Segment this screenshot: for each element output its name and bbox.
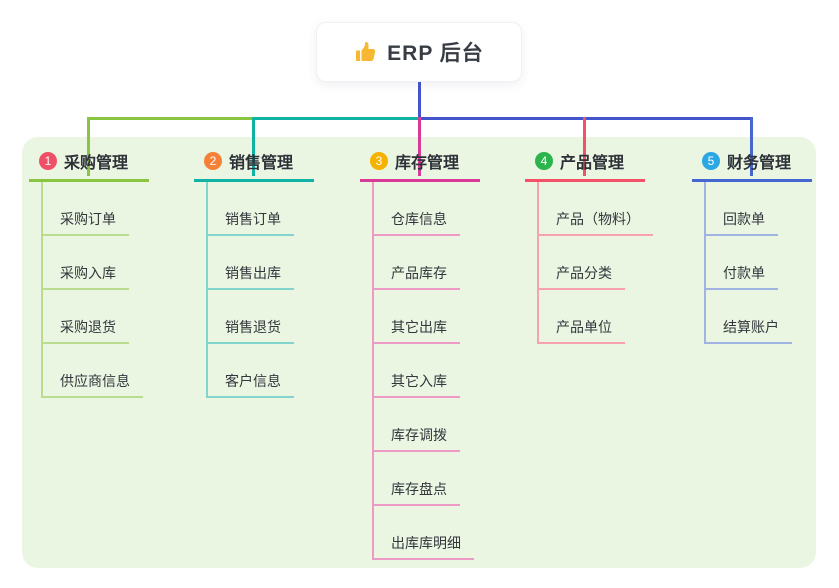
child-node[interactable]: 采购入库	[43, 236, 143, 290]
child-node[interactable]: 产品（物料）	[539, 182, 653, 236]
branch-topic[interactable]: 2 销售管理	[194, 149, 314, 182]
child-node[interactable]: 库存盘点	[374, 452, 474, 506]
child-node-label: 付款单	[706, 263, 778, 290]
child-node-label: 出库库明细	[374, 533, 474, 560]
child-node[interactable]: 仓库信息	[374, 182, 474, 236]
child-node-label: 库存盘点	[374, 479, 460, 506]
branch-topic[interactable]: 3 库存管理	[360, 149, 480, 182]
child-node-label: 结算账户	[706, 317, 792, 344]
child-node[interactable]: 销售退货	[208, 290, 294, 344]
child-node-label: 仓库信息	[374, 209, 460, 236]
child-node-label: 采购退货	[43, 317, 129, 344]
root-node[interactable]: ERP 后台	[316, 22, 522, 82]
branch: 4 产品管理产品（物料） 产品分类产品单位	[525, 149, 653, 344]
branch-topic-label: 库存管理	[395, 155, 460, 172]
connector-root-drop	[418, 82, 421, 120]
mindmap-panel	[22, 137, 816, 568]
child-node[interactable]: 库存调拨	[374, 398, 474, 452]
branch-topic-label: 产品管理	[560, 155, 625, 172]
child-node-label: 库存调拨	[374, 425, 460, 452]
branch-number-badge: 5	[702, 152, 720, 170]
child-node[interactable]: 其它入库	[374, 344, 474, 398]
child-node-label: 其它出库	[374, 317, 460, 344]
child-node[interactable]: 产品单位	[539, 290, 653, 344]
child-node[interactable]: 出库库明细	[374, 506, 474, 560]
branch-number-badge: 2	[204, 152, 222, 170]
branch-children: 产品（物料） 产品分类产品单位	[537, 182, 653, 344]
branch-children: 销售订单销售出库销售退货客户信息	[206, 182, 294, 398]
child-node-label: 产品库存	[374, 263, 460, 290]
child-node[interactable]: 供应商信息	[43, 344, 143, 398]
branch-topic-label: 财务管理	[727, 155, 792, 172]
connector-bus-left	[87, 117, 252, 120]
child-node-label: 销售退货	[208, 317, 294, 344]
child-node[interactable]: 产品库存	[374, 236, 474, 290]
child-node-label: 产品（物料）	[539, 209, 653, 236]
branch: 5 财务管理回款单付款单结算账户	[692, 149, 812, 344]
branch-number-badge: 4	[535, 152, 553, 170]
branch-topic[interactable]: 5 财务管理	[692, 149, 812, 182]
branch-topic[interactable]: 1 采购管理	[29, 149, 149, 182]
connector-branch-drop	[750, 117, 753, 176]
child-node[interactable]: 其它出库	[374, 290, 474, 344]
child-node[interactable]: 产品分类	[539, 236, 653, 290]
child-node-label: 销售出库	[208, 263, 294, 290]
child-node-label: 采购订单	[43, 209, 129, 236]
child-node-label: 销售订单	[208, 209, 294, 236]
child-node[interactable]: 采购退货	[43, 290, 143, 344]
connector-branch-drop	[583, 117, 586, 176]
branch-children: 采购订单采购入库采购退货供应商信息	[41, 182, 143, 398]
child-node[interactable]: 结算账户	[706, 290, 792, 344]
child-node[interactable]: 销售出库	[208, 236, 294, 290]
child-node[interactable]: 客户信息	[208, 344, 294, 398]
branch-children: 仓库信息产品库存其它出库其它入库库存调拨库存盘点出库库明细	[372, 182, 474, 560]
connector-branch-drop	[252, 117, 255, 176]
child-node[interactable]: 付款单	[706, 236, 792, 290]
branch-topic-label: 采购管理	[64, 155, 129, 172]
child-node[interactable]: 销售订单	[208, 182, 294, 236]
branch-number-badge: 3	[370, 152, 388, 170]
connector-branch-drop	[87, 117, 90, 176]
child-node-label: 产品单位	[539, 317, 625, 344]
child-node[interactable]: 采购订单	[43, 182, 143, 236]
branch-number-badge: 1	[39, 152, 57, 170]
child-node-label: 采购入库	[43, 263, 129, 290]
branch: 2 销售管理销售订单销售出库销售退货客户信息	[194, 149, 314, 398]
connector-branch-drop	[418, 117, 421, 176]
child-node[interactable]: 回款单	[706, 182, 792, 236]
branch-children: 回款单付款单结算账户	[704, 182, 792, 344]
root-label: ERP 后台	[387, 42, 484, 65]
branch-topic-label: 销售管理	[229, 155, 294, 172]
child-node-label: 客户信息	[208, 371, 294, 398]
connector-bus-mid	[252, 117, 418, 120]
child-node-label: 产品分类	[539, 263, 625, 290]
child-node-label: 回款单	[706, 209, 778, 236]
branch: 1 采购管理采购订单采购入库采购退货供应商信息	[29, 149, 149, 398]
branch: 3 库存管理仓库信息产品库存其它出库其它入库库存调拨库存盘点出库库明细	[360, 149, 480, 560]
thumbs-up-icon	[354, 40, 378, 64]
child-node-label: 供应商信息	[43, 371, 143, 398]
child-node-label: 其它入库	[374, 371, 460, 398]
branch-topic[interactable]: 4 产品管理	[525, 149, 645, 182]
